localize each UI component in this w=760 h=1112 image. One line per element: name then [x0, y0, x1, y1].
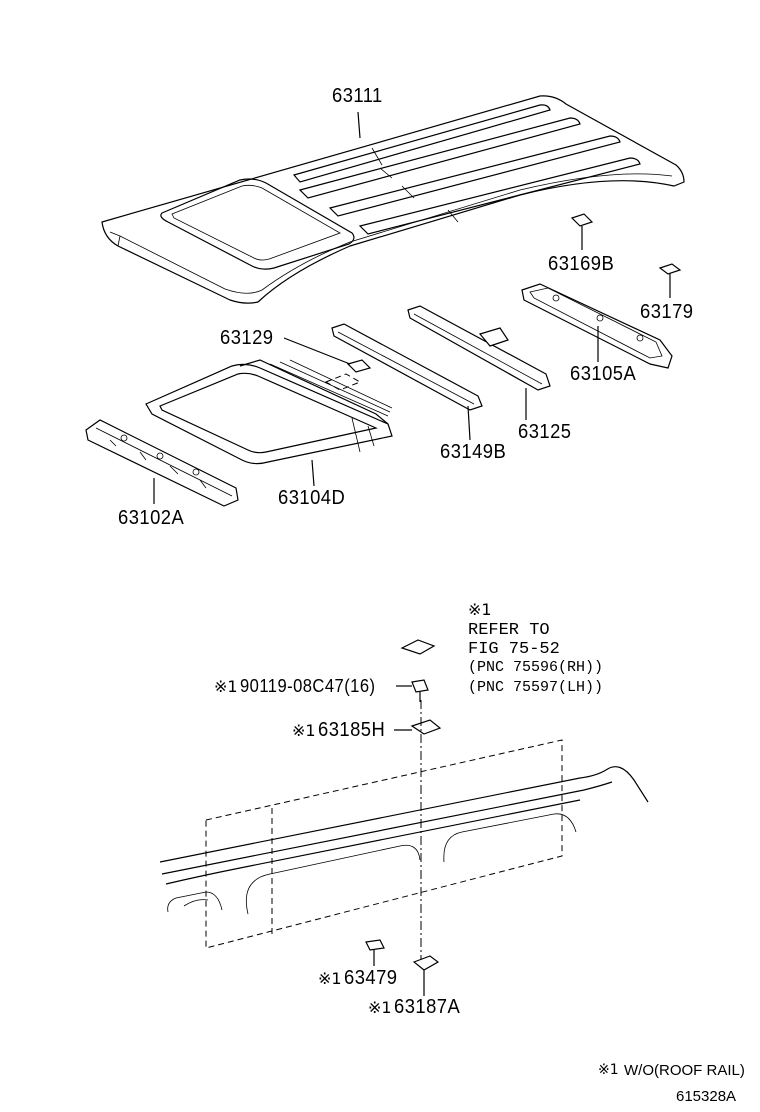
label-63125[interactable]: 63125 — [518, 421, 572, 443]
bolt-drawing — [411, 679, 429, 702]
refer-line4: (PNC 75597(LH)) — [468, 679, 604, 696]
footnote-text: W/O(ROOF RAIL) — [624, 1062, 745, 1079]
clip-mark: ※1 — [292, 721, 316, 740]
pad-63129-drawing — [346, 359, 372, 373]
label-63102a[interactable]: 63102A — [118, 507, 185, 529]
leader-63129 — [283, 337, 351, 365]
sunroof-reinforcement-drawing — [145, 359, 393, 465]
label-63169b[interactable]: 63169B — [548, 253, 615, 275]
label-63187a[interactable]: 63187A — [394, 996, 461, 1018]
label-63149b[interactable]: 63149B — [440, 441, 507, 463]
rear-reinforcement-drawing — [521, 283, 673, 369]
front-center-reinforcement-drawing — [331, 323, 483, 411]
bracket-63187a-drawing — [412, 955, 440, 971]
cover-fig75-drawing — [400, 639, 436, 655]
bolt-mark: ※1 — [214, 677, 238, 696]
drawing-code: 615328A — [676, 1088, 737, 1105]
roof-rail-section-drawing — [159, 739, 649, 949]
refer-line1: REFER TO — [468, 621, 550, 640]
label-63105a[interactable]: 63105A — [570, 363, 637, 385]
clip-63185h-drawing — [410, 719, 442, 735]
center-reinforcement-drawing — [407, 305, 551, 391]
bracket-mark: ※1 — [368, 998, 392, 1017]
leader-63104d — [311, 459, 315, 487]
label-bolt[interactable]: 90119-08C47(16) — [240, 676, 376, 696]
stud-63479-drawing — [365, 939, 385, 951]
pad-63169b-drawing — [570, 213, 594, 227]
leader-63111 — [357, 111, 361, 139]
label-63129[interactable]: 63129 — [220, 327, 274, 349]
label-63104d[interactable]: 63104D — [278, 487, 346, 509]
front-header-drawing — [85, 419, 239, 507]
label-63185h[interactable]: 63185H — [318, 719, 386, 741]
pad-63179-drawing — [658, 263, 682, 275]
roof-panel-drawing — [101, 95, 685, 304]
refer-line3: (PNC 75596(RH)) — [468, 659, 604, 676]
refer-mark: ※1 — [468, 600, 492, 619]
label-63179[interactable]: 63179 — [640, 301, 694, 323]
pad-63129-placement — [324, 373, 362, 391]
refer-line2[interactable]: FIG 75-52 — [468, 640, 560, 659]
footnote-mark: ※1 — [598, 1062, 619, 1078]
label-63111[interactable]: 63111 — [332, 85, 383, 107]
leader-63149b — [467, 405, 471, 441]
label-63479[interactable]: 63479 — [344, 967, 398, 989]
stud-mark: ※1 — [318, 969, 342, 988]
